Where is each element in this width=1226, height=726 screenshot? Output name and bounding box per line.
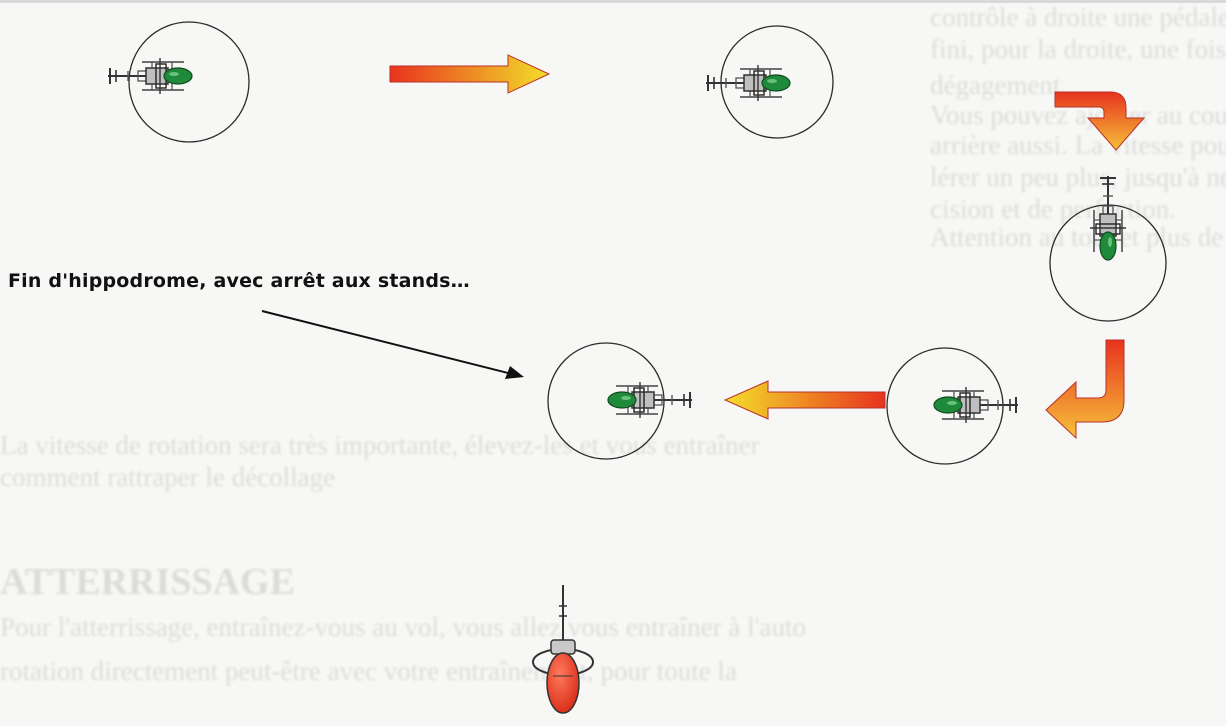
helicopter-icon — [607, 381, 693, 419]
arrow-right-icon — [389, 54, 551, 94]
curved-arrow-down-icon — [1054, 91, 1146, 151]
bleed-through-line: dégagement. — [930, 70, 1068, 100]
helicopter-icon — [1089, 175, 1127, 261]
hover-circle-1 — [128, 21, 250, 143]
curved-arrow-left-icon — [1045, 339, 1125, 440]
annotation-pointer — [261, 310, 513, 375]
helicopter-front-view-icon — [532, 585, 594, 714]
bleed-through-line: fini, pour la droite, une fois un retour… — [930, 34, 1226, 64]
bleed-through-line: La vitesse de rotation sera très importa… — [0, 430, 760, 460]
bleed-through-line: contrôle à droite une pédale de manœuvre… — [930, 2, 1226, 32]
bleed-through-line: lérer un peu plus, jusqu'à ne faire à fo… — [930, 162, 1226, 192]
annotation-pointer-head — [505, 366, 524, 379]
helicopter-icon — [705, 64, 791, 102]
bleed-through-line: cision et de perfection. — [930, 194, 1176, 224]
bleed-through-line: rotation directement peut-être avec votr… — [0, 656, 737, 686]
scan-top-edge — [0, 0, 1226, 3]
helicopter-icon — [933, 386, 1019, 424]
helicopter-icon — [107, 57, 193, 95]
annotation-label: Fin d'hippodrome, avec arrêt aux stands… — [8, 270, 470, 292]
bleed-through-line: comment rattraper le décollage — [0, 462, 336, 492]
bleed-through-line: ATTERRISSAGE — [0, 561, 295, 603]
bleed-through-line: Pour l'atterrissage, entraînez-vous au v… — [0, 612, 806, 642]
arrow-left-icon — [723, 380, 886, 420]
bleed-through-line: arrière aussi. La vitesse pourra être fa… — [930, 130, 1226, 160]
bleed-through-line: Attention au tout et plus de concentrati… — [930, 222, 1226, 252]
